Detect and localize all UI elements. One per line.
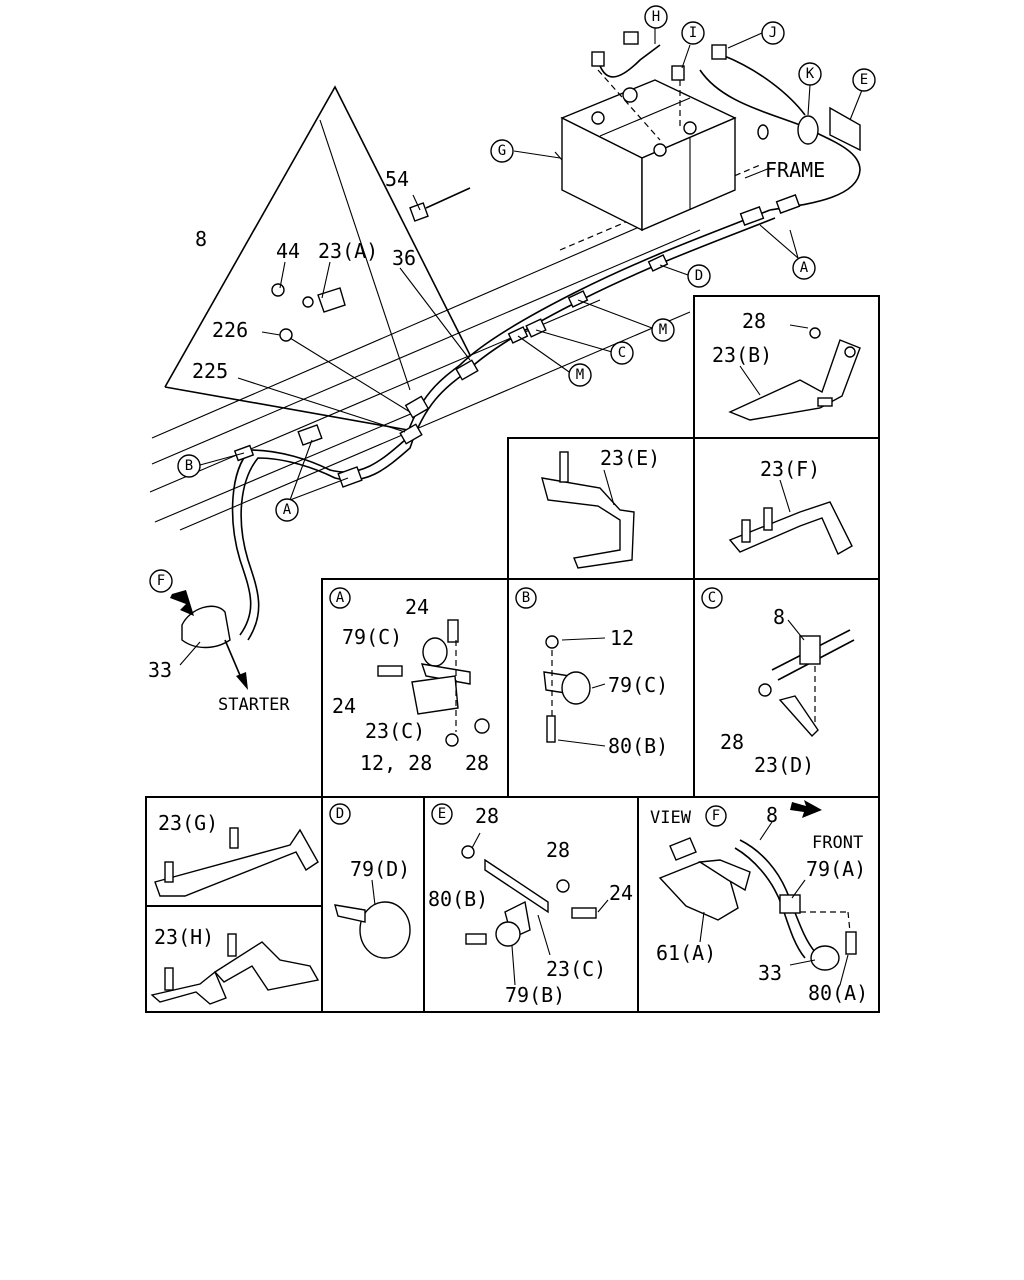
svg-text:E: E bbox=[860, 72, 868, 88]
label-24-top: 24 bbox=[405, 595, 429, 619]
label-28-a: 28 bbox=[475, 804, 499, 828]
label-44: 44 bbox=[276, 239, 300, 263]
panel-23f: 23(F) bbox=[693, 437, 880, 580]
detail-e: E 28 28 80(B) 24 23(C) 79(B) bbox=[423, 796, 639, 1013]
label-79b: 79(B) bbox=[505, 983, 565, 1007]
svg-text:A: A bbox=[283, 502, 292, 518]
label-8: 8 bbox=[766, 803, 778, 827]
svg-text:K: K bbox=[806, 66, 815, 82]
svg-text:A: A bbox=[800, 260, 809, 276]
callout-a-top: A bbox=[792, 256, 816, 280]
callout-h: H bbox=[644, 5, 668, 29]
svg-text:F: F bbox=[157, 573, 165, 589]
main-harness bbox=[231, 209, 771, 636]
label-view: VIEW bbox=[650, 808, 692, 828]
callout-k: K bbox=[798, 62, 822, 86]
callout-m-2: M bbox=[568, 363, 592, 387]
callout-e: E bbox=[852, 68, 876, 92]
svg-text:M: M bbox=[576, 367, 584, 383]
label-23c: 23(C) bbox=[546, 957, 606, 981]
label-28: 28 bbox=[465, 751, 489, 775]
bracket-e bbox=[829, 106, 861, 152]
label-61a: 61(A) bbox=[656, 941, 716, 965]
label-8: 8 bbox=[195, 227, 207, 251]
label-79c: 79(C) bbox=[608, 673, 668, 697]
label-24-left: 24 bbox=[332, 694, 356, 718]
label-36: 36 bbox=[392, 246, 416, 270]
label-80b: 80(B) bbox=[608, 734, 668, 758]
callout-a-low: A bbox=[275, 498, 299, 522]
panel-23g: 23(G) bbox=[145, 796, 323, 907]
label-23d: 23(D) bbox=[754, 753, 814, 777]
svg-text:B: B bbox=[522, 590, 530, 606]
svg-text:J: J bbox=[769, 25, 777, 41]
label-12: 12 bbox=[610, 626, 634, 650]
exploded-view-triangle bbox=[164, 85, 471, 388]
label-79a: 79(A) bbox=[806, 857, 866, 881]
panel-23h: 23(H) bbox=[145, 905, 323, 1013]
label-23h: 23(H) bbox=[154, 925, 214, 949]
starter-terminal-cover bbox=[181, 605, 231, 649]
svg-text:F: F bbox=[712, 808, 720, 824]
svg-text:G: G bbox=[498, 143, 506, 159]
callout-m-1: M bbox=[651, 318, 675, 342]
callout-b: B bbox=[177, 454, 201, 478]
callout-f: F bbox=[149, 569, 173, 593]
callout-j: J bbox=[761, 21, 785, 45]
panel-23e: 23(E) bbox=[507, 437, 695, 580]
battery bbox=[560, 79, 737, 232]
label-frame: FRAME bbox=[765, 158, 825, 182]
callout-g: G bbox=[490, 139, 514, 163]
label-24: 24 bbox=[609, 881, 633, 905]
label-80b: 80(B) bbox=[428, 887, 488, 911]
label-23c: 23(C) bbox=[365, 719, 425, 743]
svg-text:M: M bbox=[659, 322, 667, 338]
label-8: 8 bbox=[773, 605, 785, 629]
label-starter: STARTER bbox=[218, 695, 290, 715]
label-33: 33 bbox=[758, 961, 782, 985]
label-23g: 23(G) bbox=[158, 811, 218, 835]
label-226: 226 bbox=[212, 318, 248, 342]
label-23a: 23(A) bbox=[318, 239, 378, 263]
label-28: 28 bbox=[720, 730, 744, 754]
svg-text:E: E bbox=[438, 806, 446, 822]
label-33: 33 bbox=[148, 658, 172, 682]
label-12-28: 12, 28 bbox=[360, 751, 432, 775]
battery-cable-h bbox=[597, 44, 661, 78]
panel-23b: 28 23(B) bbox=[693, 295, 880, 439]
view-f-arrow-icon bbox=[170, 590, 194, 616]
detail-d: D 79(D) bbox=[321, 796, 425, 1013]
label-front: FRONT bbox=[812, 833, 863, 853]
view-f: VIEW F 8 FRONT 79(A) 61(A) 33 80(A) bbox=[637, 796, 880, 1013]
label-23b: 23(B) bbox=[712, 343, 772, 367]
label-28-b: 28 bbox=[546, 838, 570, 862]
svg-text:B: B bbox=[185, 458, 193, 474]
label-54: 54 bbox=[385, 167, 409, 191]
label-23f: 23(F) bbox=[760, 457, 820, 481]
detail-a: A 24 79(C) 24 23(C) 12, 28 28 bbox=[321, 578, 509, 798]
detail-b: B 12 79(C) 80(B) bbox=[507, 578, 695, 798]
svg-text:I: I bbox=[689, 25, 697, 41]
label-80a: 80(A) bbox=[808, 981, 868, 1005]
grommet-k bbox=[797, 115, 819, 145]
label-23e: 23(E) bbox=[600, 446, 660, 470]
callout-c: C bbox=[610, 341, 634, 365]
label-79d: 79(D) bbox=[350, 857, 410, 881]
svg-text:C: C bbox=[708, 590, 716, 606]
label-79c: 79(C) bbox=[342, 625, 402, 649]
svg-text:D: D bbox=[695, 268, 703, 284]
svg-text:H: H bbox=[652, 9, 660, 25]
label-28: 28 bbox=[742, 309, 766, 333]
detail-c: C 8 28 23(D) bbox=[693, 578, 880, 798]
svg-text:A: A bbox=[336, 590, 345, 606]
svg-text:D: D bbox=[336, 806, 344, 822]
callout-d: D bbox=[687, 264, 711, 288]
svg-text:C: C bbox=[618, 345, 626, 361]
label-225: 225 bbox=[192, 359, 228, 383]
callout-i: I bbox=[681, 21, 705, 45]
front-arrow-icon bbox=[790, 800, 822, 818]
main-harness-view bbox=[149, 28, 863, 690]
